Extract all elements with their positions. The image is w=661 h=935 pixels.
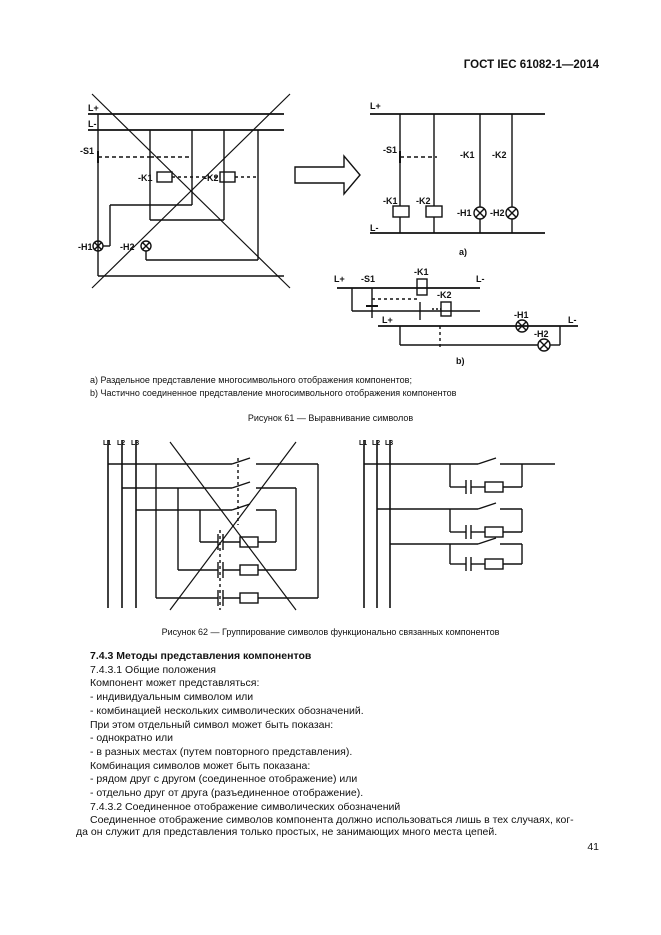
section-paragraph-line-1: Соединенное отображение символов компоне…: [90, 814, 574, 827]
figure-61-note-b: b) Частично соединенное представление мн…: [90, 388, 457, 398]
a-label-k1-coil: -K1: [383, 196, 398, 206]
page-number: 41: [587, 841, 599, 853]
section-line: Компонент может представляться:: [90, 677, 260, 690]
b-label-lminus-bottom: L-: [568, 315, 577, 325]
a-label-k2-contact: -K2: [492, 150, 507, 160]
b-label-h2: -H2: [534, 329, 549, 339]
a-label-lplus: L+: [370, 101, 381, 111]
fig62-right-l1: L1: [359, 440, 367, 447]
fig62-right-l2: L2: [372, 440, 380, 447]
a-label-lminus: L-: [370, 223, 379, 233]
figure-61-diagram: L+ L- -S1 -K1 -K2 -H1 -H2 L+ L- -S1 -K1 …: [78, 93, 578, 366]
b-label-lplus-bottom: L+: [382, 315, 393, 325]
a-label-h2: -H2: [490, 208, 505, 218]
b-label-h1: -H1: [514, 310, 529, 320]
figure-62-left-schematic: L1 L2 L3: [103, 440, 319, 611]
fig62-left-l1: L1: [103, 440, 111, 447]
figure-61-left-schematic: L+ L- -S1 -K1 -K2 -H1 -H2: [78, 93, 291, 289]
a-tag: a): [459, 247, 467, 257]
figure-61-schematic-a: L+ L- -S1 -K1 -K2 -K1 -K2 -H1 -H2 a): [370, 101, 545, 257]
b-label-lplus-top: L+: [334, 274, 345, 284]
section-line: При этом отдельный символ может быть пок…: [90, 718, 334, 731]
section-line: - комбинацией нескольких символических о…: [90, 704, 364, 717]
label-h1: -H1: [78, 242, 93, 252]
section-line: Комбинация символов может быть показана:: [90, 759, 311, 772]
figure-61-notes: а) Раздельное представление многосимволь…: [90, 374, 456, 400]
b-label-k1: -K1: [414, 267, 429, 277]
figure-62-diagram: L1 L2 L3: [103, 440, 555, 611]
label-lplus: L+: [88, 103, 99, 113]
fig62-left-l2: L2: [117, 440, 125, 447]
b-label-lminus-top: L-: [476, 274, 485, 284]
figure-61-caption: Рисунок 61 — Выравнивание символов: [247, 413, 414, 423]
figure-61-note-a: а) Раздельное представление многосимволь…: [90, 375, 412, 385]
figure-61-schematic-b: L+ -S1 -K1 L- -K2 L+ -H1 L- -H2 b): [334, 267, 578, 366]
b-tag: b): [456, 356, 465, 366]
fig62-right-l3: L3: [385, 440, 393, 447]
figure-62-caption: Рисунок 62 — Группирование символов функ…: [161, 627, 500, 637]
b-label-s1: -S1: [361, 274, 375, 284]
section-heading: 7.4.3 Методы представления компонентов: [90, 650, 312, 662]
figure-62-right-schematic: L1 L2 L3: [359, 440, 555, 608]
b-label-k2: -K2: [437, 290, 452, 300]
section-line: 7.4.3.1 Общие положения: [90, 663, 216, 676]
label-k2: -K2: [204, 173, 219, 183]
a-label-s1: -S1: [383, 145, 397, 155]
arrow-right-icon: [294, 154, 361, 196]
a-label-k1-contact: -K1: [460, 150, 475, 160]
section-line: - в разных местах (путем повторного пред…: [90, 745, 353, 758]
section-line: - индивидуальным символом или: [90, 691, 254, 704]
fig62-left-l3: L3: [131, 440, 139, 447]
section-line: - рядом друг с другом (соединенное отобр…: [90, 773, 358, 786]
label-lminus: L-: [88, 119, 97, 129]
section-line: - однократно или: [90, 732, 174, 745]
section-line: 7.4.3.2 Соединенное отображение символич…: [90, 800, 401, 813]
section-7-4-3: 7.4.3 Методы представления компонентов 7…: [90, 650, 610, 828]
document-standard-header: ГОСТ IEC 61082-1—2014: [463, 59, 599, 71]
label-k1: -K1: [138, 173, 153, 183]
label-s1: -S1: [80, 146, 94, 156]
label-h2: -H2: [120, 242, 135, 252]
section-line: - отдельно друг от друга (разъединенное …: [90, 787, 364, 800]
a-label-h1: -H1: [457, 208, 472, 218]
section-paragraph-line-2: да он служит для представления только пр…: [76, 826, 498, 838]
a-label-k2-coil: -K2: [416, 196, 431, 206]
